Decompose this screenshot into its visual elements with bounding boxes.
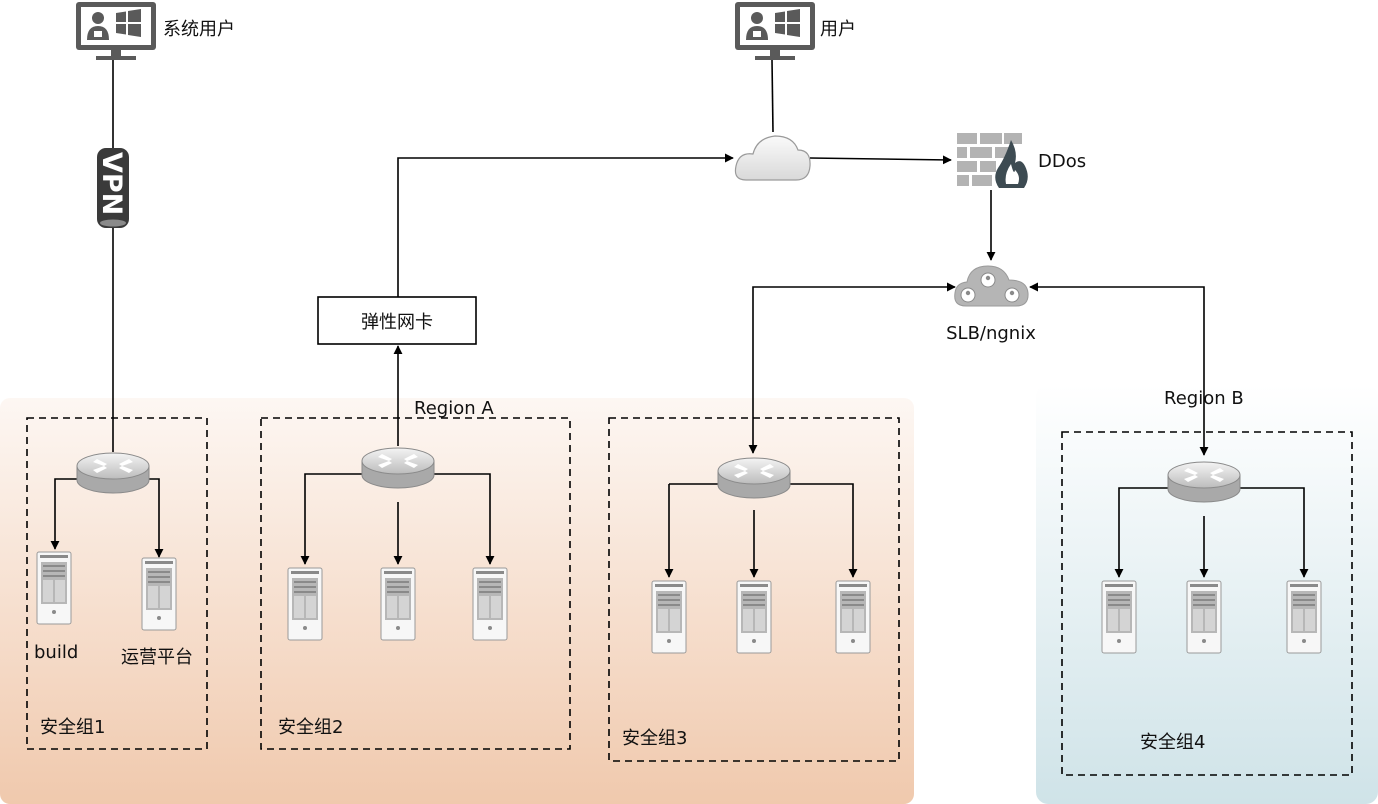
server-group-3-a-icon (651, 580, 687, 654)
line-router-4-server-a (1114, 487, 1168, 578)
server-group-2-b-icon (380, 567, 416, 641)
router-group-3-icon (717, 457, 791, 499)
line-router-1-build (50, 478, 78, 550)
server-group-4-c-icon (1286, 580, 1322, 654)
user-label: 用户 (820, 19, 856, 40)
line-router-4-server-c (1240, 487, 1309, 578)
build-server-label: build (34, 642, 78, 663)
slb-cloud-icon (954, 265, 1029, 307)
line-slb-router-4 (1029, 282, 1209, 456)
region-a-background (0, 398, 914, 804)
vpn-label: VPN (96, 152, 127, 215)
ops-platform-server-label: 运营平台 (121, 647, 193, 668)
ddos-label: DDos (1038, 151, 1086, 172)
security-group-1-label: 安全组1 (40, 717, 105, 738)
internet-cloud-icon (734, 135, 811, 181)
line-router-2-server-a (300, 473, 362, 565)
build-server-icon (36, 551, 72, 625)
system-user-label: 系统用户 (163, 19, 235, 40)
server-group-3-b-icon (736, 580, 772, 654)
ddos-firewall-icon (957, 133, 1028, 188)
router-group-4-icon (1167, 461, 1241, 503)
line-router-3-server-c (790, 483, 858, 578)
line-slb-router-3 (748, 282, 956, 454)
line-cloud-ddos (809, 155, 952, 165)
security-group-3-label: 安全组3 (622, 728, 687, 749)
server-group-2-c-icon (472, 567, 508, 641)
security-group-2-box (260, 417, 571, 750)
slb-label: SLB/ngnix (946, 323, 1036, 344)
vpn-tunnel-icon: VPN (96, 148, 129, 228)
security-group-1-box (26, 417, 208, 750)
security-group-2-label: 安全组2 (278, 717, 343, 738)
line-router-2-server-c (434, 473, 495, 565)
line-eni-cloud (397, 153, 734, 297)
security-group-4-label: 安全组4 (1140, 732, 1205, 753)
eni-box (317, 296, 477, 345)
region-b-label: Region B (1164, 388, 1244, 409)
router-group-1-icon (76, 452, 150, 494)
connectors (50, 59, 1309, 578)
system-user-monitor-icon (76, 2, 156, 60)
eni-label: 弹性网卡 (361, 312, 433, 333)
user-monitor-icon (735, 2, 815, 60)
server-group-4-b-icon (1186, 580, 1222, 654)
line-user-cloud (771, 59, 774, 133)
ops-platform-server-icon (141, 557, 177, 631)
region-a-label: Region A (414, 398, 494, 419)
router-group-2-icon (361, 447, 435, 489)
server-group-3-c-icon (835, 580, 871, 654)
line-router-1-ops (148, 478, 164, 558)
server-group-2-a-icon (287, 567, 323, 641)
server-group-4-a-icon (1101, 580, 1137, 654)
